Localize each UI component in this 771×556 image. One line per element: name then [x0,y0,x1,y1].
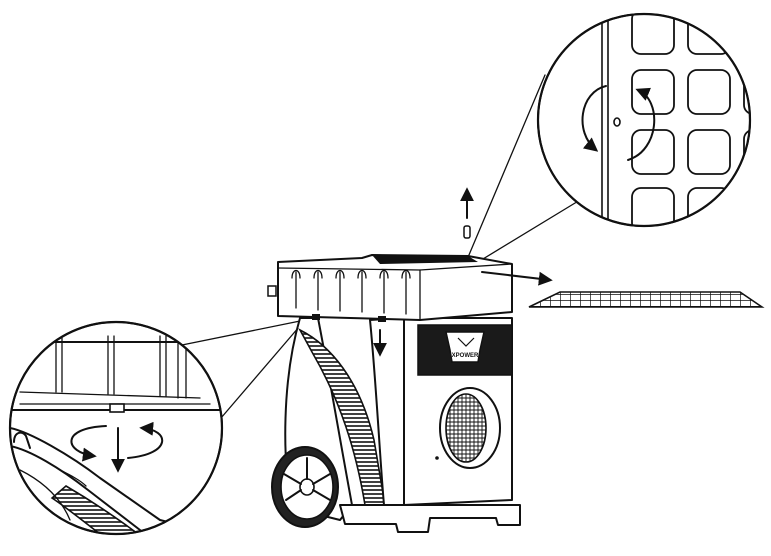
arrow-right-icon [481,271,553,286]
callout-lines [181,74,581,426]
removed-filter [528,291,765,308]
rotate-icon [581,85,656,161]
rotate-icon [70,421,163,462]
wheel [271,446,339,528]
screw [463,225,471,239]
brand-label: XPOWER [452,353,479,359]
zoom-detail-latch [8,320,224,536]
dehumidifier-unit: XPOWER [267,254,521,533]
